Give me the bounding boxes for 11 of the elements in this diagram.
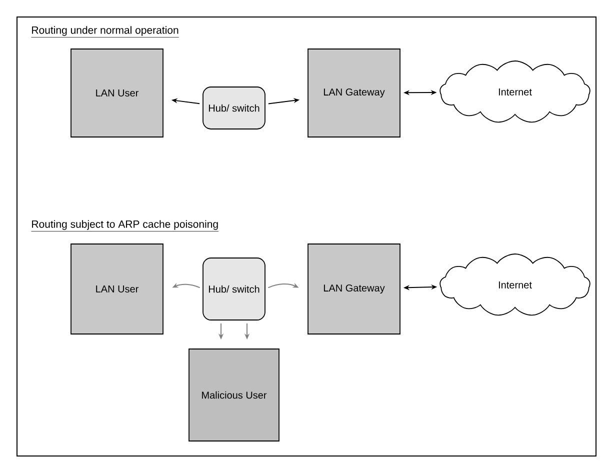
hub-box: Hub/ switch (202, 258, 266, 320)
device-box: LAN User (70, 48, 164, 138)
device-box: Malicious User (188, 348, 280, 442)
section-heading: Routing under normal operation (31, 26, 180, 38)
device-box: LAN Gateway (308, 244, 400, 334)
device-box: LAN Gateway (308, 48, 400, 138)
section-heading: Routing subject to ARP cache poisoning (31, 220, 219, 232)
internet-cloud: Internet (440, 254, 590, 316)
internet-cloud: Internet (440, 60, 590, 123)
hub-box: Hub/ switch (202, 86, 266, 130)
device-box: LAN User (70, 244, 164, 334)
